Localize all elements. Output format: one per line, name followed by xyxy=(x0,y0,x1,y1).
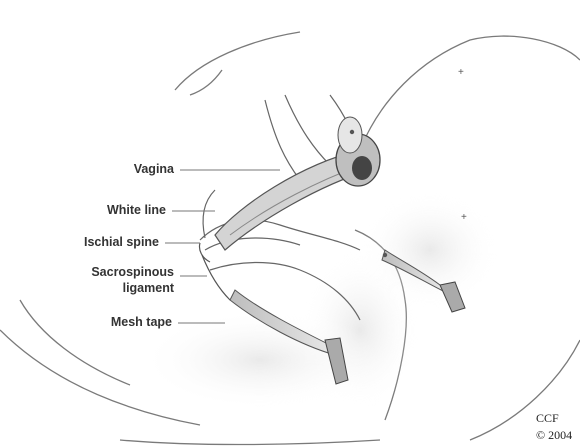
label-ischial-spine: Ischial spine xyxy=(84,235,159,250)
body-shading xyxy=(140,190,500,410)
ischial-spine xyxy=(199,243,230,300)
label-white-line: White line xyxy=(107,203,166,218)
svg-text:+: + xyxy=(458,67,464,78)
credit-copyright: © 2004 xyxy=(536,428,572,442)
label-sacrospinous-ligament-line1: Sacrospinous xyxy=(91,265,174,280)
svg-text:+: + xyxy=(461,212,467,223)
label-mesh-tape: Mesh tape xyxy=(111,315,172,330)
credit-ccf: CCF xyxy=(536,411,559,425)
label-sacrospinous-ligament-line2: ligament xyxy=(123,281,174,296)
label-vagina: Vagina xyxy=(134,162,174,177)
